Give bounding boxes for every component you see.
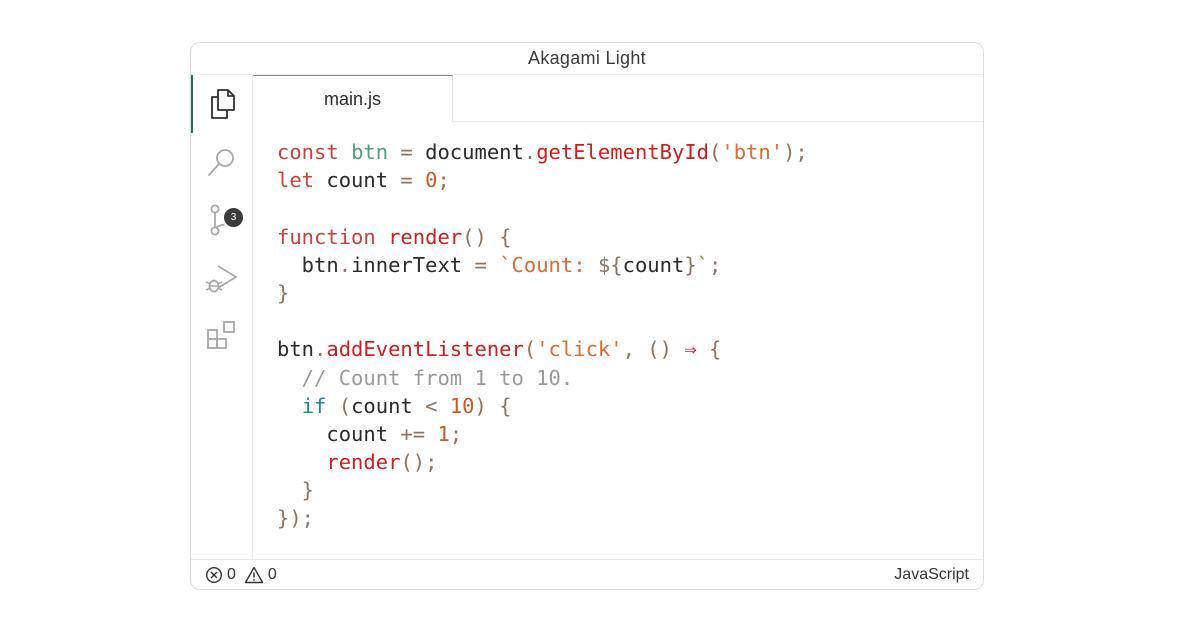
code-token [277,450,326,474]
code-token: ⇒ [684,337,697,362]
code-token: ( [709,140,722,164]
activity-bar: 3 [191,75,253,559]
activity-search[interactable] [191,133,253,191]
code-token: addEventListener [326,337,524,362]
code-token: count [351,393,413,418]
code-line: btn.innerText = `Count: ${count}`; [277,251,808,279]
code-line: btn.addEventListener('click', () ⇒ { [277,335,808,363]
code-token: // Count from 1 to 10. [277,365,574,390]
code-token: ; [449,421,463,446]
code-token: }); [277,506,315,531]
code-token: { [696,337,722,362]
code-token: render [388,224,463,249]
code-token: count [622,252,685,277]
warning-count: 0 [267,565,277,583]
code-line: }); [277,504,808,532]
source-control-badge: 3 [222,206,245,229]
search-icon [208,149,234,176]
code-line [277,307,808,335]
code-token: 1 [437,421,450,446]
language-mode[interactable]: JavaScript [894,565,969,583]
code-token: render [326,450,401,475]
code-line: let count = 0; [277,166,808,194]
activity-extensions[interactable] [191,307,253,365]
code-token: . [338,252,352,277]
code-token: = [462,252,500,277]
code-token: count [326,168,389,193]
title-bar: Akagami Light [191,43,983,75]
warning-icon [244,566,264,583]
code-token: 'click' [536,337,623,362]
tab-bar: main.js [253,75,983,122]
code-token: . [523,140,537,164]
activity-source-control[interactable]: 3 [191,191,253,249]
tab-label: main.js [323,88,381,109]
code-token: ( [523,337,537,362]
error-icon [205,566,223,583]
code-token: ${ [597,252,623,277]
code-token: if [301,393,327,418]
code-token: ` [696,252,710,277]
code-line: } [277,279,808,307]
code-token: } [277,280,290,305]
code-token: btn [277,252,339,277]
code-token: getElementById [536,140,710,164]
code-token: btn [277,337,315,362]
code-token: ; [437,168,450,193]
code-token: , () [622,337,685,362]
code-token: } [684,252,697,277]
code-token: () { [462,224,512,249]
tab-main-js[interactable]: main.js [253,75,453,122]
code-token: ); [783,140,808,164]
problems-indicator[interactable]: 0 0 [205,566,281,584]
code-token: const [277,140,352,164]
code-line: count += 1; [277,420,808,448]
code-token: let [277,168,327,193]
code-token [277,394,302,418]
code-token: . [314,337,327,362]
code-line [277,194,808,222]
code-token: ( [326,393,352,418]
code-token: = [388,140,426,164]
code-token: ; [709,252,722,277]
code-line: function render() { [277,223,808,251]
extensions-icon [207,321,235,349]
code-content: const btn = document.getElementById('btn… [277,138,808,533]
code-line: render(); [277,448,808,476]
code-line: if (count < 10) { [277,392,808,420]
code-token: += [388,421,438,446]
code-line: // Count from 1 to 10. [277,364,808,392]
explorer-icon [211,89,235,119]
code-token: } [277,478,315,503]
code-editor[interactable]: const btn = document.getElementById('btn… [253,122,983,559]
activity-run-debug[interactable] [191,249,253,307]
code-token: innerText [351,252,463,277]
window-title: Akagami Light [528,48,646,68]
code-token: (); [400,450,438,475]
code-token: function [277,224,389,249]
code-line: } [277,476,808,504]
code-line: const btn = document.getElementById('btn… [277,138,808,166]
code-token: = [388,168,426,193]
code-token: 10 [449,393,475,418]
status-bar: 0 0 JavaScript [191,559,983,589]
run-debug-icon [205,265,237,293]
code-token: ) { [474,393,512,418]
editor-window: Akagami Light 3 [190,42,984,590]
code-token: document [425,140,524,164]
code-token: < [412,393,450,418]
code-token: count [277,421,389,446]
code-token: 0 [425,168,438,193]
activity-explorer[interactable] [191,75,253,133]
error-count: 0 [227,565,236,583]
code-token: btn [351,140,389,164]
code-token: `Count: [499,252,598,277]
code-token: 'btn' [721,140,784,164]
